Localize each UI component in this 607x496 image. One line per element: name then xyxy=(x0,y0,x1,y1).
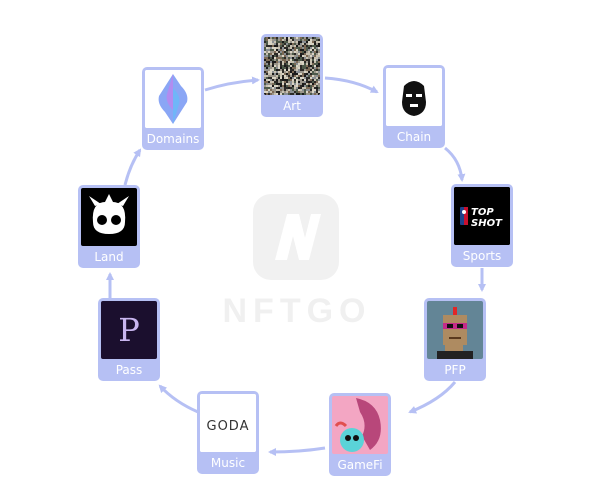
node-art[interactable]: Art xyxy=(261,34,323,117)
letter-p-icon: P xyxy=(101,301,157,359)
node-sports[interactable]: TOP SHOT Sports xyxy=(451,184,513,267)
arrow-land-to-domains xyxy=(123,148,142,186)
node-chain-label: Chain xyxy=(396,130,432,144)
node-domains[interactable]: Domains xyxy=(142,67,204,150)
arrow-gamefi-to-music xyxy=(268,446,326,456)
node-pass-label: Pass xyxy=(115,363,143,377)
axie-game-icon xyxy=(332,396,388,454)
nftgo-watermark-logo xyxy=(253,194,339,280)
node-land[interactable]: Land xyxy=(78,185,140,268)
svg-text:P: P xyxy=(118,311,140,349)
node-pass[interactable]: P Pass xyxy=(98,298,160,381)
nba-top-shot-icon: TOP SHOT xyxy=(454,187,510,245)
node-land-label: Land xyxy=(94,250,124,264)
node-gamefi-label: GameFi xyxy=(337,458,383,472)
arrow-chain-to-sports xyxy=(444,146,466,182)
arrow-music-to-pass xyxy=(158,384,199,414)
goda-music-icon: GODA xyxy=(200,394,256,452)
noise-art-icon xyxy=(264,37,320,95)
node-domains-label: Domains xyxy=(146,132,200,146)
bearded-face-icon xyxy=(386,68,442,126)
svg-text:TOP: TOP xyxy=(471,207,494,218)
node-chain[interactable]: Chain xyxy=(383,65,445,148)
punk-avatar-icon xyxy=(427,301,483,359)
node-gamefi[interactable]: GameFi xyxy=(329,393,391,476)
arrow-art-to-chain xyxy=(324,76,379,94)
node-music-label: Music xyxy=(210,456,246,470)
horned-monster-icon xyxy=(81,188,137,246)
nftgo-watermark-text: NFTGO xyxy=(222,292,372,330)
arrow-pfp-to-gamefi xyxy=(408,381,457,414)
arrow-domains-to-art xyxy=(204,76,260,92)
node-pfp-label: PFP xyxy=(444,363,466,377)
svg-text:SHOT: SHOT xyxy=(471,218,503,229)
node-sports-label: Sports xyxy=(462,249,502,263)
ens-domains-icon xyxy=(145,70,201,128)
svg-text:GODA: GODA xyxy=(207,419,250,434)
node-pfp[interactable]: PFP xyxy=(424,298,486,381)
node-music[interactable]: GODA Music xyxy=(197,391,259,474)
node-art-label: Art xyxy=(283,99,301,113)
